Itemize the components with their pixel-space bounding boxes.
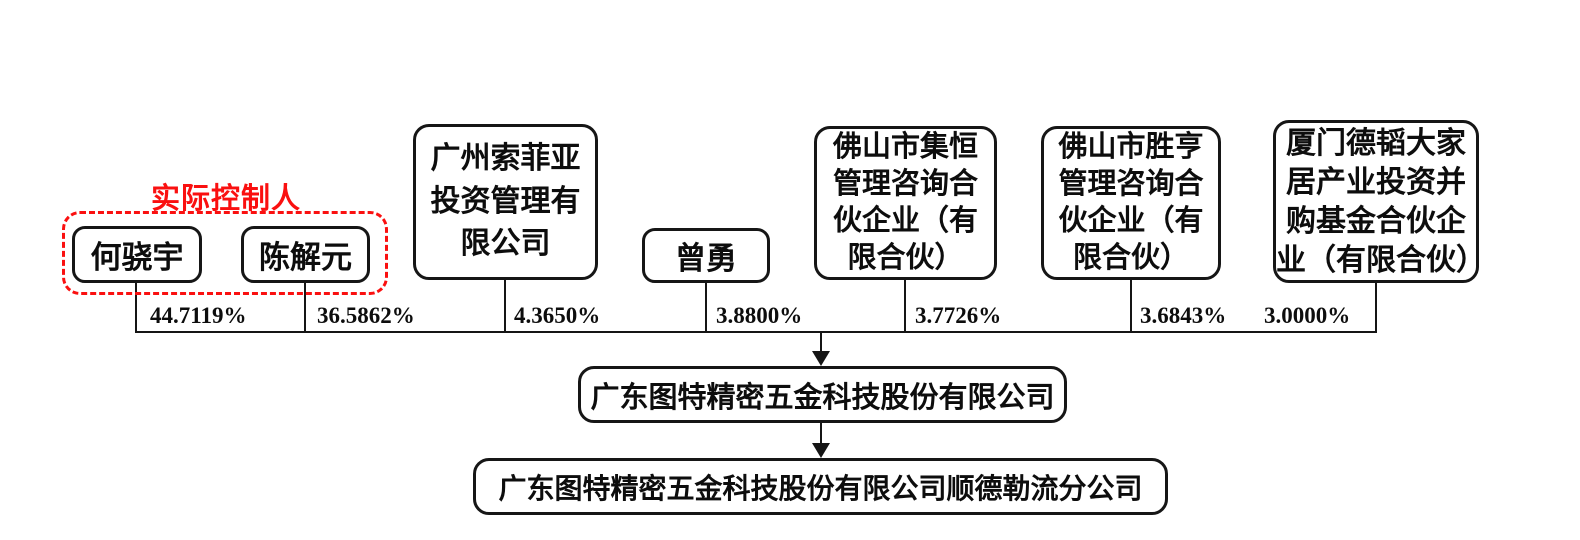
ownership-percentage: 3.8800%	[716, 303, 803, 328]
shareholder-box: 曾勇	[642, 228, 770, 283]
ownership-percentage: 4.3650%	[514, 303, 601, 328]
ownership-percentage: 44.7119%	[150, 303, 247, 328]
connector-line	[304, 282, 306, 332]
shareholder-box: 何骁宇	[72, 226, 202, 283]
connector-line	[904, 279, 906, 332]
connector-line	[705, 282, 707, 332]
actual-controller-group-outline	[62, 211, 388, 295]
connector-line	[1375, 282, 1377, 332]
shareholder-box: 佛山市集恒 管理咨询合 伙企业（有 限合伙）	[814, 126, 997, 280]
shareholder-box: 陈解元	[241, 226, 370, 283]
connector-line	[820, 331, 822, 353]
ownership-percentage: 3.0000%	[1264, 303, 1351, 328]
connector-line	[820, 423, 822, 444]
branch-company-box: 广东图特精密五金科技股份有限公司顺德勒流分公司	[473, 458, 1168, 515]
connector-line	[135, 282, 137, 332]
shareholder-box: 广州索菲亚 投资管理有 限公司	[413, 124, 598, 280]
ownership-percentage: 3.6843%	[1140, 303, 1227, 328]
ownership-percentage: 3.7726%	[915, 303, 1002, 328]
ownership-percentage: 36.5862%	[317, 303, 415, 328]
actual-controller-label: 实际控制人	[151, 183, 302, 215]
down-arrow-icon	[812, 351, 830, 366]
shareholder-box: 佛山市胜亨 管理咨询合 伙企业（有 限合伙）	[1041, 126, 1221, 280]
bus-line	[135, 331, 1377, 333]
shareholder-box: 厦门德韬大家 居产业投资并 购基金合伙企 业（有限合伙）	[1273, 120, 1486, 283]
connector-line	[1130, 279, 1132, 332]
down-arrow-icon	[812, 443, 830, 458]
company-box: 广东图特精密五金科技股份有限公司	[578, 366, 1067, 423]
connector-line	[504, 279, 506, 332]
